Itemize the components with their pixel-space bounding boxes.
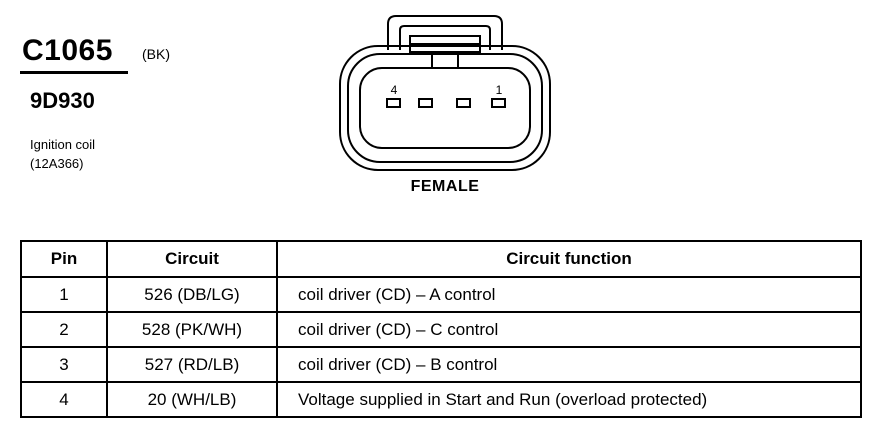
circuit-cell: 528 (PK/WH) [106,311,278,348]
connector-color-code: (BK) [142,46,170,62]
pin-cell: 4 [20,381,108,418]
circuit-cell: 526 (DB/LG) [106,276,278,313]
connector-outer-shell [339,45,551,171]
pin-cavity-2 [456,98,471,108]
table-row: 2 528 (PK/WH) coil driver (CD) – C contr… [20,311,862,348]
connector-id: C1065 [22,34,113,67]
pin-cavity-3 [418,98,433,108]
function-cell: coil driver (CD) – B control [276,346,862,383]
table-header-row: Pin Circuit Circuit function [20,240,862,278]
function-cell: Voltage supplied in Start and Run (overl… [276,381,862,418]
circuit-cell: 20 (WH/LB) [106,381,278,418]
description-line-2: (12A366) [30,156,84,171]
connector-face-diagram: 4 1 [339,15,551,171]
connector-middle-shell [347,53,543,163]
header-circuit-function: Circuit function [276,240,862,278]
pin-cell: 3 [20,346,108,383]
pin-label-left: 4 [391,83,398,97]
table-row: 4 20 (WH/LB) Voltage supplied in Start a… [20,381,862,418]
view-label: FEMALE [410,178,480,195]
description-line-1: Ignition coil [30,137,96,152]
connector-inner-face [359,67,531,149]
connector-id-underline [20,71,128,74]
header-circuit: Circuit [106,240,278,278]
connector-latch-inner [399,25,491,50]
pin-label-right: 1 [496,83,503,97]
pin-cavity-4 [386,98,401,108]
pin-cell: 2 [20,311,108,348]
connector-latch [387,15,503,50]
pin-cell: 1 [20,276,108,313]
circuit-cell: 527 (RD/LB) [106,346,278,383]
table-row: 3 527 (RD/LB) coil driver (CD) – B contr… [20,346,862,383]
pin-cavity-1 [491,98,506,108]
pinout-table: Pin Circuit Circuit function 1 526 (DB/L… [20,240,862,418]
connector-description: Ignition coil (12A366) [30,135,95,173]
header-pin: Pin [20,240,108,278]
part-number: 9D930 [30,88,95,113]
table-row: 1 526 (DB/LG) coil driver (CD) – A contr… [20,276,862,313]
function-cell: coil driver (CD) – A control [276,276,862,313]
function-cell: coil driver (CD) – C control [276,311,862,348]
